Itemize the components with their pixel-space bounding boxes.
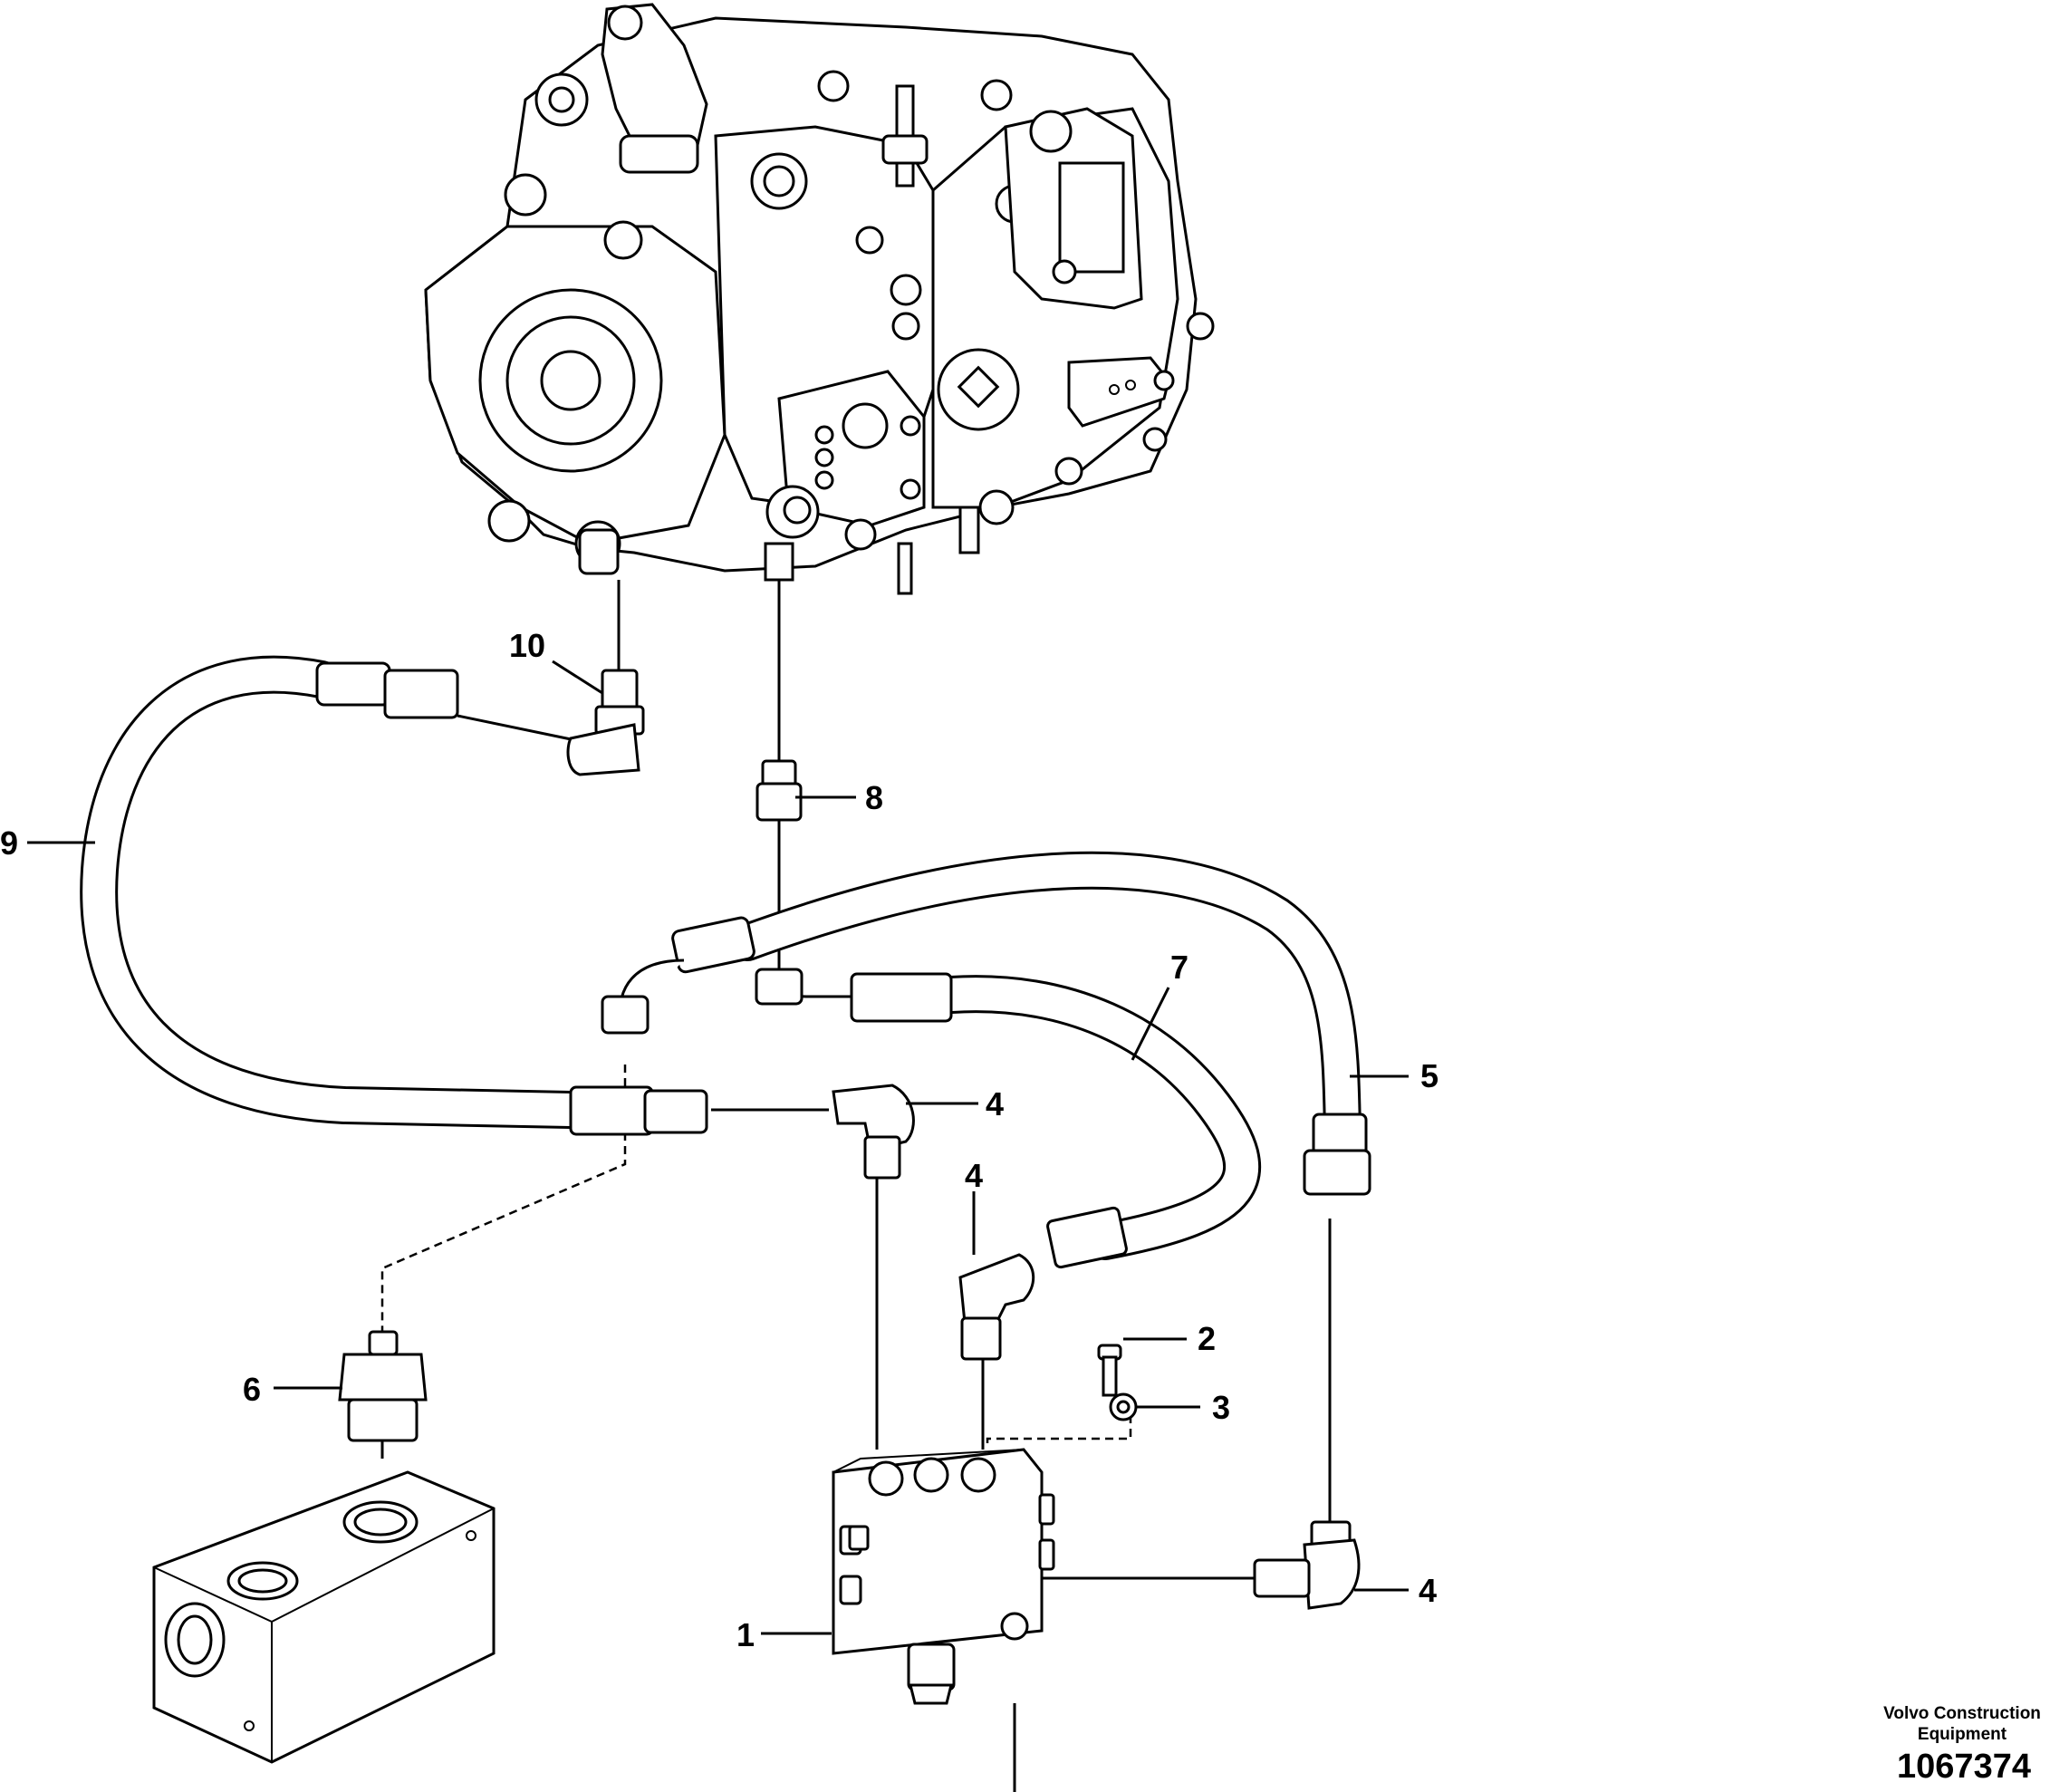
- callout-5: 5: [1420, 1057, 1439, 1094]
- document-number: 1067374: [1897, 1748, 2031, 1786]
- elbow-fitting-4-middle: [958, 1253, 1035, 1361]
- callout-leaders: [27, 660, 1409, 1635]
- elbow-fitting-4-top: [832, 1084, 915, 1180]
- callout-2: 2: [1198, 1320, 1216, 1357]
- union-fitting-8: [755, 759, 803, 822]
- bolt-2: [1097, 1344, 1122, 1397]
- hydraulic-pump: [424, 3, 1215, 595]
- hose-5: [601, 851, 1371, 1196]
- callout-6: 6: [243, 1371, 261, 1408]
- elbow-fitting-10: [566, 669, 645, 776]
- callout-10: 10: [509, 627, 545, 664]
- callout-4-middle: 4: [965, 1157, 983, 1194]
- credit-line-2: Equipment: [1918, 1725, 2007, 1744]
- callout-4-top: 4: [986, 1085, 1004, 1122]
- callout-3: 3: [1212, 1389, 1230, 1426]
- hose-9: [80, 655, 708, 1136]
- callout-1: 1: [736, 1616, 755, 1653]
- credit-line-1: Volvo Construction: [1883, 1704, 2041, 1723]
- callout-7: 7: [1170, 949, 1188, 986]
- valve-block-1: [832, 1448, 1055, 1705]
- fitting-6: [338, 1330, 428, 1442]
- callout-8: 8: [865, 779, 883, 816]
- callout-9: 9: [0, 824, 18, 862]
- hose-7: [755, 968, 1262, 1269]
- manifold-block: [152, 1470, 496, 1764]
- callout-4-right: 4: [1419, 1572, 1437, 1609]
- washer-3: [1109, 1392, 1138, 1421]
- elbow-fitting-4-right: [1253, 1520, 1361, 1610]
